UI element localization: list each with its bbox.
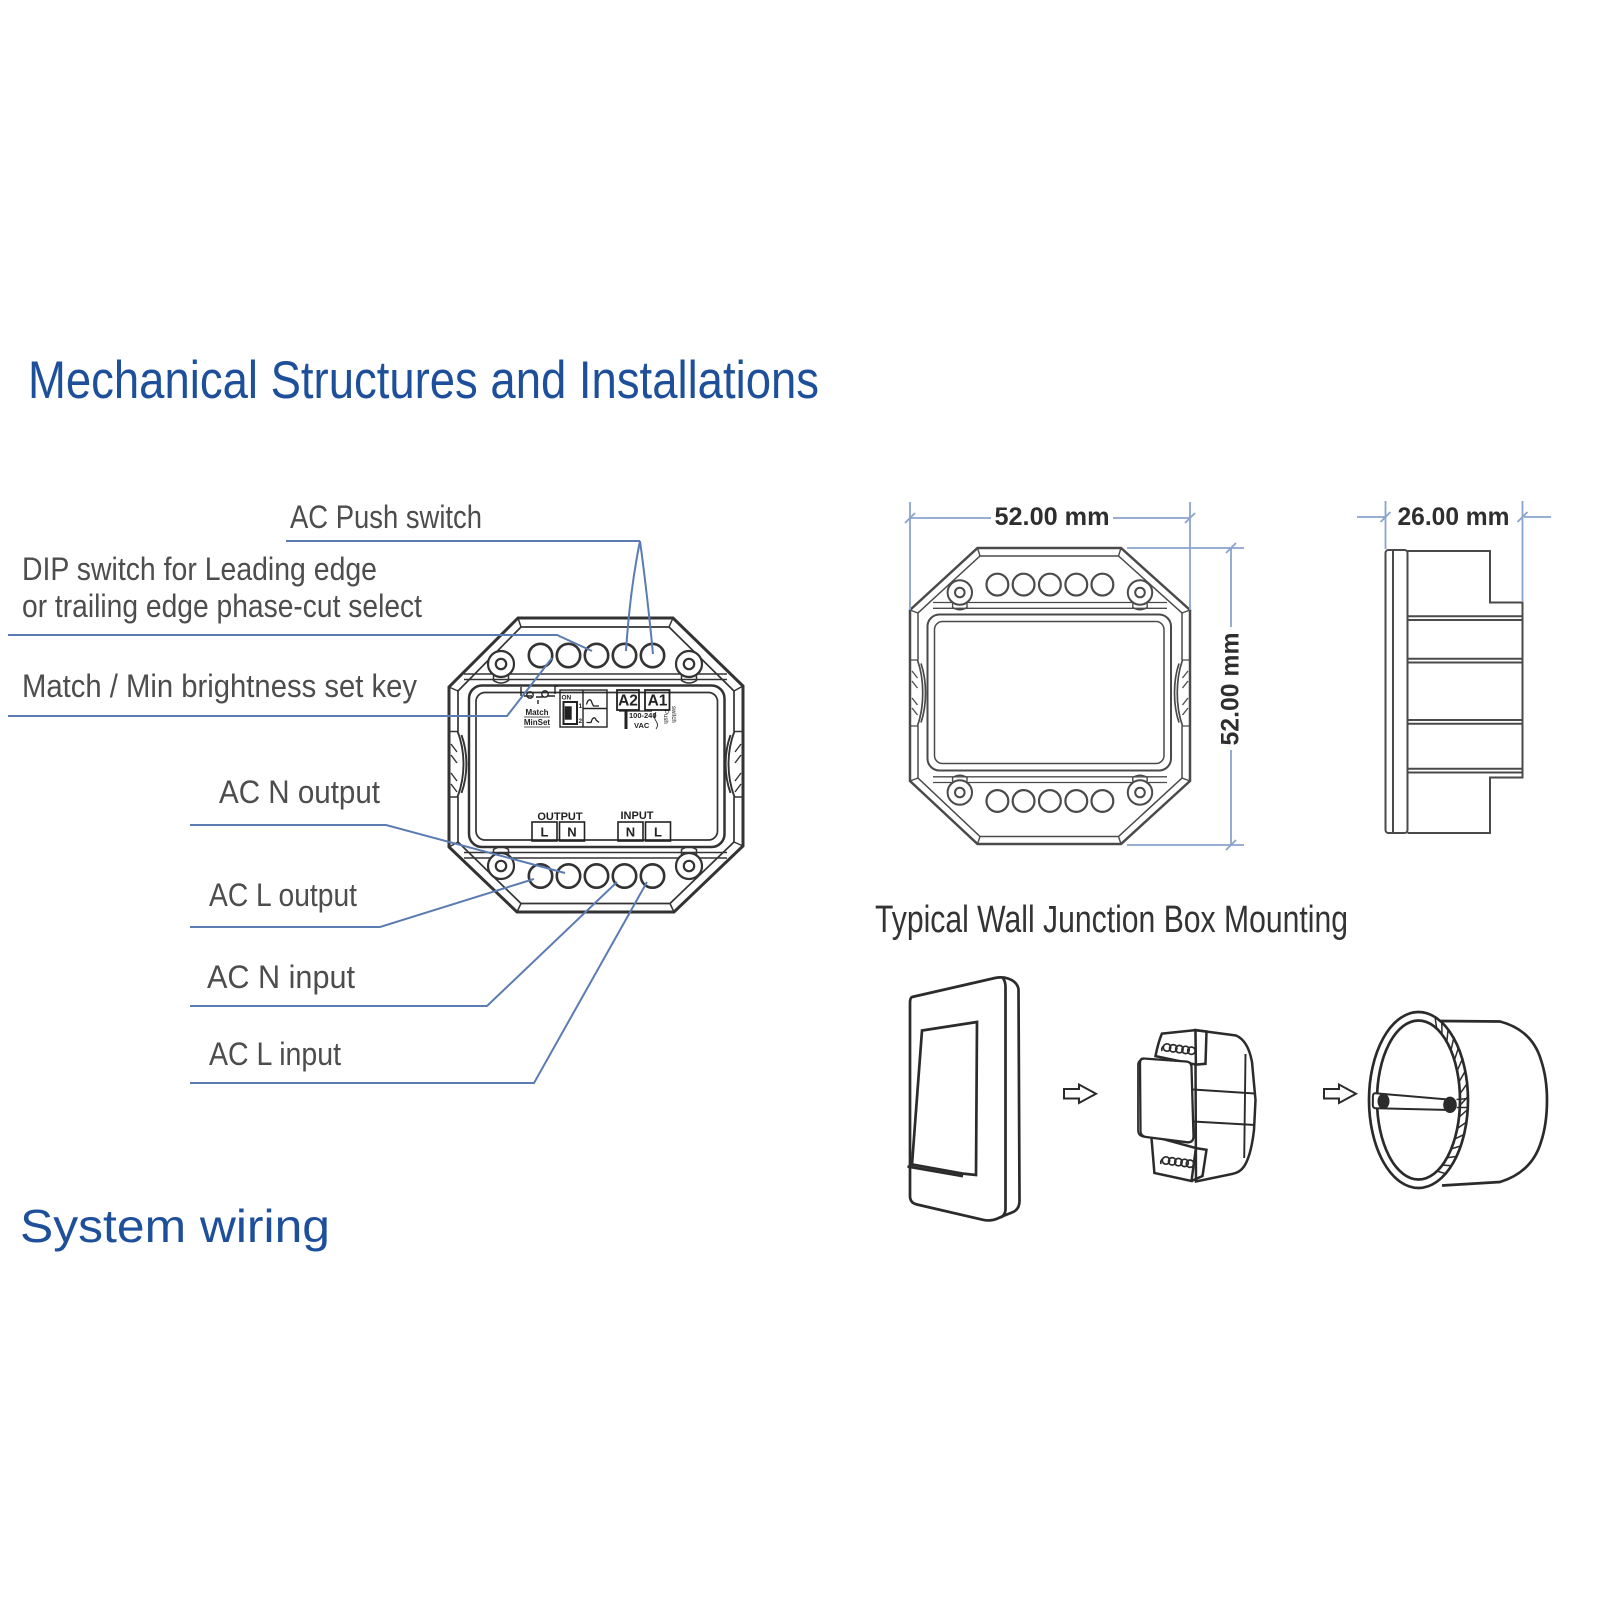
svg-text:N: N (626, 825, 635, 840)
svg-text:MinSet: MinSet (524, 718, 551, 727)
svg-text:1: 1 (579, 703, 583, 710)
svg-text:52.00 mm: 52.00 mm (995, 503, 1110, 531)
svg-text:2: 2 (579, 718, 583, 725)
svg-text:VAC: VAC (634, 721, 650, 730)
svg-text:Match / Min brightness set key: Match / Min brightness set key (22, 668, 418, 704)
svg-text:52.00 mm: 52.00 mm (1217, 633, 1245, 746)
svg-text:AC N output: AC N output (219, 774, 380, 810)
svg-text:DIP switch for Leading edge: DIP switch for Leading edge (22, 551, 377, 587)
svg-text:L: L (654, 825, 662, 840)
svg-text:Typical Wall Junction Box Moun: Typical Wall Junction Box Mounting (875, 899, 1348, 941)
svg-text:Match: Match (525, 708, 548, 717)
svg-text:AC L input: AC L input (209, 1036, 341, 1072)
svg-text:L: L (541, 825, 549, 840)
svg-text:Push: Push (662, 710, 668, 724)
svg-text:Mechanical Structures and Inst: Mechanical Structures and Installations (28, 351, 819, 410)
svg-text:26.00 mm: 26.00 mm (1398, 503, 1510, 531)
svg-text:AC N input: AC N input (207, 959, 355, 995)
svg-text:A2: A2 (618, 693, 638, 710)
svg-text:ON: ON (562, 695, 572, 702)
svg-text:INPUT: INPUT (621, 810, 654, 822)
svg-text:OUTPUT: OUTPUT (537, 811, 583, 823)
svg-text:N: N (567, 825, 576, 840)
svg-text:AC Push switch: AC Push switch (290, 499, 482, 535)
svg-text:100-240: 100-240 (629, 711, 657, 720)
svg-text:or trailing edge phase-cut sel: or trailing edge phase-cut select (22, 588, 422, 624)
svg-text:AC L output: AC L output (209, 877, 357, 913)
svg-text:A1: A1 (648, 693, 668, 710)
svg-text:System wiring: System wiring (20, 1200, 330, 1252)
svg-text:switch: switch (670, 706, 676, 723)
